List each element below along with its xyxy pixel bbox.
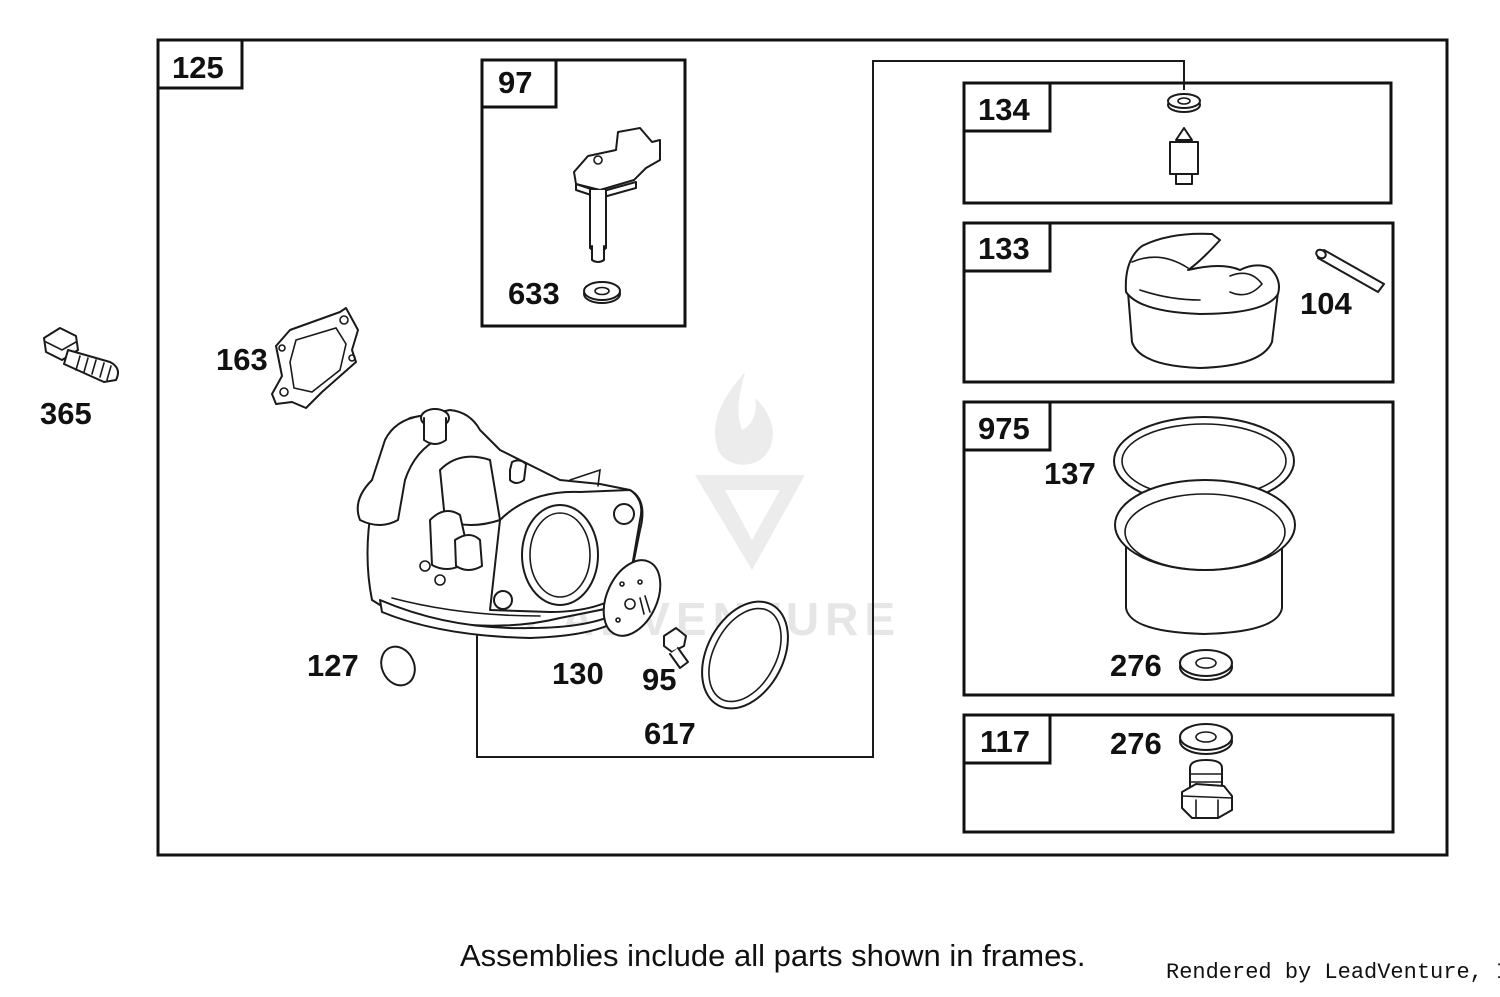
welch-plug-icon	[380, 645, 416, 687]
screw-label: 95	[642, 662, 676, 697]
air-gasket-label: 163	[216, 342, 268, 377]
inlet-needle-icon	[1167, 93, 1201, 185]
bowl-o-ring-label: 137	[1044, 456, 1096, 491]
frame-133-label: 133	[978, 231, 1030, 266]
welch-plug-label: 127	[307, 648, 359, 683]
diaphragm-label: 130	[552, 656, 604, 691]
frame-134: 134	[962, 81, 1393, 205]
frame-125: 125	[156, 38, 1449, 857]
frame-125-label: 125	[172, 50, 224, 85]
float-pin-icon	[1315, 248, 1385, 293]
nut-washer-label: 276	[1110, 726, 1162, 761]
fuel-bowl-icon	[1114, 479, 1296, 635]
frame-133: 133	[962, 221, 1395, 384]
screw-icon	[663, 627, 689, 669]
washer-633-label: 633	[508, 276, 560, 311]
nut-washer-icon	[1179, 723, 1233, 755]
diaphragm-icon	[602, 559, 662, 637]
rendered-by-credit: Rendered by LeadVenture, Inc.	[1166, 960, 1500, 985]
carburetor-body-icon	[356, 408, 644, 639]
air-gasket-icon	[271, 307, 359, 409]
frame-97: 97	[480, 58, 687, 328]
frame-975-label: 975	[978, 411, 1030, 446]
large-o-ring-icon	[701, 600, 789, 710]
bowl-washer-label: 276	[1110, 648, 1162, 683]
frame-117: 117	[962, 713, 1395, 834]
large-o-ring-label: 617	[644, 716, 696, 751]
frame-117-label: 117	[980, 724, 1030, 759]
bolt-icon	[43, 327, 119, 383]
bowl-washer-icon	[1179, 649, 1233, 681]
float-icon	[1124, 232, 1280, 369]
washer-633-icon	[583, 281, 621, 304]
leader-bracket	[476, 60, 1185, 758]
float-pin-label: 104	[1300, 286, 1352, 321]
frame-97-label: 97	[498, 65, 532, 100]
bolt-label: 365	[40, 396, 92, 431]
assemblies-note: Assemblies include all parts shown in fr…	[460, 938, 1086, 973]
frame-975: 975	[962, 400, 1395, 697]
float-valve-icon	[573, 127, 661, 263]
bowl-nut-icon	[1181, 759, 1233, 819]
frame-134-label: 134	[978, 92, 1030, 127]
